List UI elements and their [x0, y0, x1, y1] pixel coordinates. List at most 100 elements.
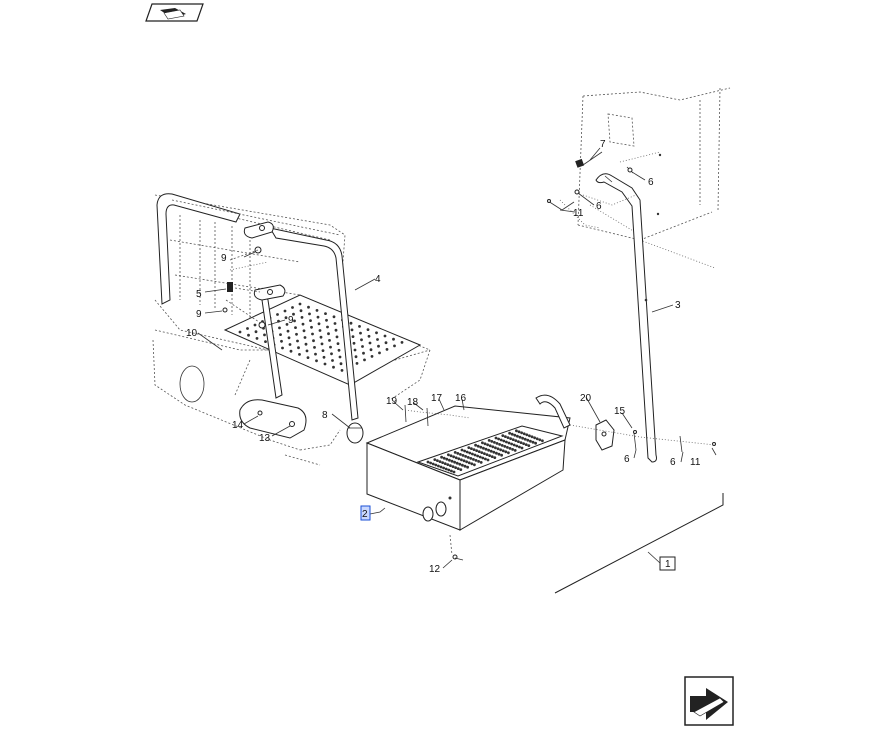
- perforation-hole: [247, 333, 250, 337]
- perforation-hole: [500, 444, 504, 447]
- perforation-hole: [472, 458, 475, 461]
- perforation-hole: [445, 457, 449, 461]
- perforation-hole: [484, 457, 487, 461]
- perforation-hole: [323, 362, 327, 366]
- perforation-hole: [474, 459, 478, 462]
- perforation-hole: [375, 331, 378, 335]
- perforation-hole: [306, 356, 310, 359]
- perforation-hole: [383, 334, 387, 338]
- callout-12: 12: [429, 564, 441, 575]
- perforation-hole: [492, 450, 496, 454]
- perforation-hole: [538, 438, 542, 442]
- callout-10: 10: [186, 328, 198, 339]
- perforation-hole: [479, 445, 483, 449]
- perforation-hole: [367, 334, 371, 338]
- callout-2-highlight[interactable]: 2: [360, 505, 371, 521]
- perforation-hole: [296, 339, 299, 343]
- perforation-hole: [438, 460, 442, 463]
- step-fasteners: [404, 404, 471, 427]
- callout-6: 6: [624, 454, 630, 465]
- perforation-hole: [292, 312, 295, 316]
- callout-1-box[interactable]: 1: [659, 556, 676, 571]
- perforation-hole: [508, 447, 512, 450]
- next-page-arrow-icon[interactable]: [684, 676, 734, 726]
- lower-mount-bracket: [239, 399, 307, 439]
- perforation-hole: [293, 319, 296, 323]
- perforation-hole: [330, 352, 333, 356]
- perforation-hole: [533, 436, 536, 440]
- perforation-hole: [478, 455, 482, 459]
- perforation-hole: [426, 460, 430, 464]
- perforation-hole: [463, 464, 467, 468]
- perforation-hole: [322, 355, 326, 359]
- perforation-hole: [312, 339, 315, 343]
- perforation-hole: [497, 452, 501, 456]
- perforation-hole: [489, 449, 493, 453]
- perforation-hole: [512, 443, 516, 447]
- perforation-hole: [534, 441, 537, 445]
- perforation-hole: [473, 453, 477, 457]
- perforation-hole: [506, 446, 509, 449]
- perforation-hole: [493, 441, 496, 444]
- perforation-hole: [370, 355, 374, 358]
- perforation-hole: [453, 451, 457, 454]
- step-side-bracket: [569, 419, 716, 453]
- perforation-hole: [320, 342, 324, 346]
- callout-3: 3: [675, 300, 681, 311]
- perforation-hole: [486, 443, 489, 447]
- perforation-hole: [464, 455, 467, 458]
- perforation-hole: [493, 456, 497, 459]
- perforation-hole: [253, 323, 257, 327]
- callout-11: 11: [573, 208, 584, 219]
- perforation-hole: [285, 323, 289, 326]
- perforation-hole: [458, 462, 462, 466]
- perforation-hole: [332, 315, 336, 319]
- perforation-hole: [456, 452, 460, 455]
- perforation-hole: [460, 448, 464, 452]
- perforation-hole: [300, 316, 304, 319]
- perforation-hole: [485, 453, 489, 456]
- perforation-hole: [454, 466, 457, 469]
- perforation-hole: [307, 305, 310, 309]
- perforation-hole: [315, 359, 318, 363]
- perforation-hole: [327, 332, 330, 336]
- perforation-hole: [286, 329, 290, 333]
- perforation-hole: [465, 460, 468, 464]
- perforation-hole: [329, 345, 332, 349]
- callout-18: 18: [407, 397, 419, 408]
- perforation-hole: [504, 450, 508, 454]
- perforation-hole: [522, 432, 526, 436]
- perforation-hole: [400, 341, 404, 344]
- perforation-hole: [481, 441, 484, 445]
- perforation-hole: [377, 344, 380, 348]
- callout-14: 14: [232, 420, 244, 431]
- perforation-hole: [515, 429, 518, 433]
- perforation-hole: [334, 328, 338, 332]
- perforation-hole: [442, 456, 446, 460]
- perforation-hole: [495, 451, 498, 455]
- perforation-hole: [499, 438, 503, 442]
- perforation-hole: [535, 437, 539, 441]
- callout-16: 16: [455, 393, 467, 404]
- perforation-hole: [310, 325, 313, 329]
- callout-leaders: [197, 147, 717, 569]
- perforation-hole: [294, 326, 297, 329]
- perforation-hole: [449, 464, 452, 467]
- perforation-hole: [308, 312, 311, 316]
- perforation-hole: [484, 447, 488, 451]
- perforation-hole: [338, 355, 342, 359]
- perforation-hole: [440, 455, 443, 459]
- perforation-hole: [517, 440, 520, 443]
- perforation-hole: [452, 470, 456, 474]
- perforation-hole: [466, 456, 470, 459]
- exploded-view-icon[interactable]: [145, 3, 204, 22]
- perforation-hole: [350, 328, 354, 332]
- callout-4: 4: [375, 274, 381, 285]
- perforation-hole: [488, 454, 491, 457]
- perforation-hole: [361, 345, 364, 348]
- perforation-hole: [508, 431, 511, 435]
- perforation-hole: [352, 341, 356, 345]
- hinge-brackets: [222, 221, 286, 329]
- perforation-hole: [499, 448, 502, 452]
